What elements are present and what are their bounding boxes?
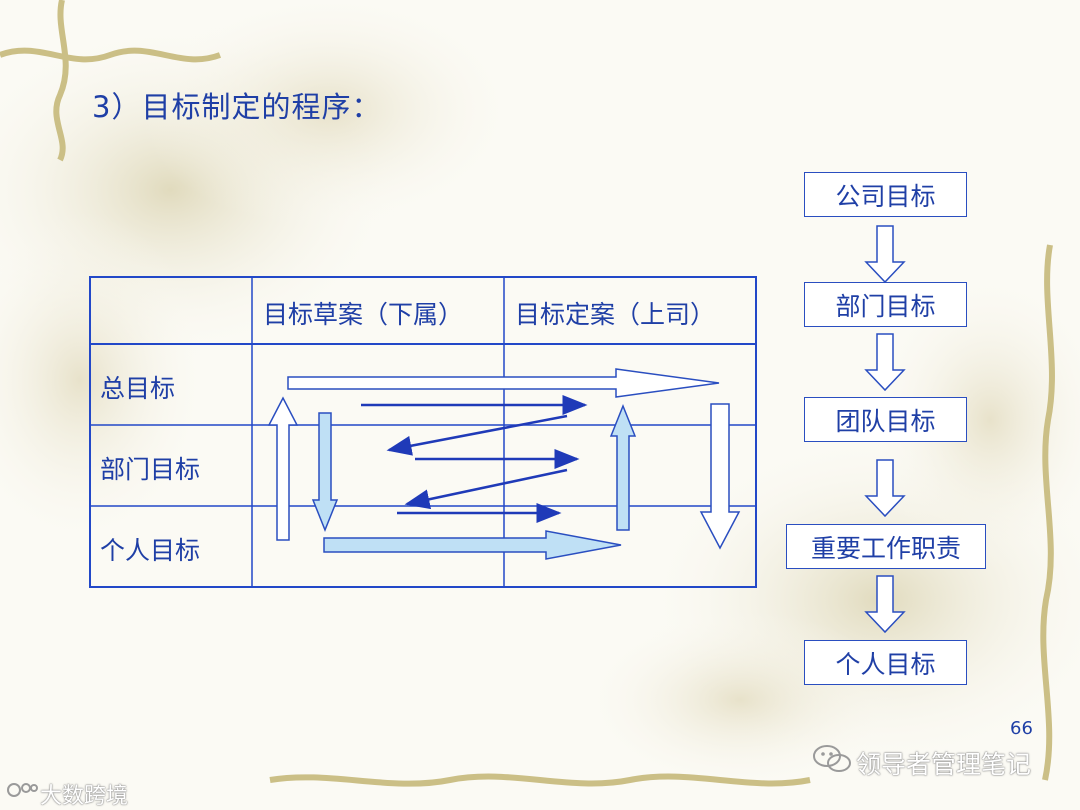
watermark-brand-name: 大数跨境 — [40, 778, 128, 810]
flow-down-arrow-3 — [866, 460, 904, 516]
arrow-individual-to-final — [324, 531, 621, 559]
arrow-up-right — [611, 406, 635, 530]
flow-step-individual-goal: 个人目标 — [804, 640, 967, 685]
page-number: 66 — [1010, 718, 1033, 739]
slide-title: 3）目标制定的程序： — [92, 84, 381, 126]
arrow-up-left — [269, 398, 297, 540]
flow-step-company-goal: 公司目标 — [804, 172, 967, 217]
wechat-icon — [812, 742, 852, 776]
thin-arrow-2 — [389, 416, 567, 450]
arrow-down-left — [313, 413, 337, 530]
flow-down-arrow-4 — [866, 576, 904, 632]
logo-icon — [6, 778, 38, 802]
arrow-down-right — [701, 404, 739, 548]
goal-table: 目标草案（下属） 目标定案（上司） 总目标 部门目标 个人目标 — [89, 276, 757, 588]
table-arrows — [91, 278, 755, 586]
watermark-account-name: 领导者管理笔记 — [856, 745, 1031, 781]
arrow-overall-to-final — [288, 369, 719, 397]
thin-arrow-4 — [407, 470, 567, 504]
flow-down-arrow-1 — [866, 226, 904, 282]
flow-arrows — [860, 222, 912, 642]
flow-down-arrow-2 — [866, 334, 904, 390]
